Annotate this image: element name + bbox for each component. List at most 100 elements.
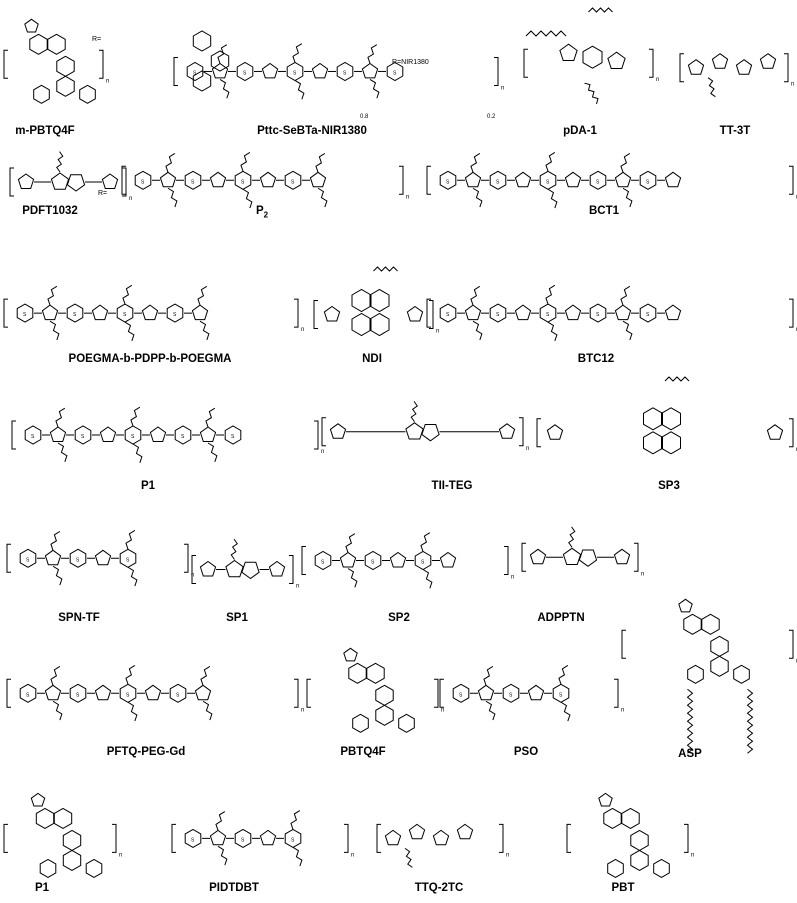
structure-ttq-2tc: n: [376, 823, 509, 868]
svg-text:S: S: [76, 692, 80, 698]
svg-text:S: S: [509, 692, 513, 698]
svg-text:S: S: [31, 434, 35, 440]
structure-pso: n S S S: [439, 665, 624, 722]
structure-pbtq4f: n: [306, 647, 444, 733]
svg-text:S: S: [321, 560, 325, 566]
structure-pdft1032: nR=: [9, 151, 132, 202]
structure-label-sp2: SP2: [388, 612, 410, 625]
svg-text:n: n: [441, 707, 444, 713]
svg-text:n: n: [106, 78, 109, 84]
svg-text:S: S: [291, 179, 295, 185]
structure-label-pttc-sebta-nir1380: Pttc-SeBTa-NIR1380: [257, 125, 367, 138]
svg-text:S: S: [546, 179, 550, 185]
svg-text:S: S: [126, 692, 130, 698]
structure-label-adpptn: ADPPTN: [537, 612, 584, 625]
svg-text:S: S: [73, 312, 77, 318]
svg-text:S: S: [496, 312, 500, 318]
structure-label-pda-1: pDA-1: [563, 125, 597, 138]
structure-label-pbt: PBT: [612, 882, 635, 895]
fraction-label: 0.2: [487, 114, 496, 120]
structure-tt-3t: n: [679, 53, 794, 98]
structure-name: SPN-TF: [58, 612, 100, 624]
svg-text:S: S: [646, 312, 650, 318]
svg-text:S: S: [459, 692, 463, 698]
svg-text:n: n: [301, 707, 304, 713]
svg-text:S: S: [173, 312, 177, 318]
svg-text:S: S: [176, 692, 180, 698]
substituent-label: R=: [98, 190, 107, 197]
svg-text:S: S: [371, 560, 375, 566]
structure-sp3: n: [536, 376, 797, 455]
structure-name: ASP: [678, 748, 702, 760]
structure-name: m-PBTQ4F: [15, 125, 75, 137]
svg-text:S: S: [243, 70, 247, 76]
structure-tii-teg: n: [321, 401, 529, 452]
structure-label-p1-bottom: P1: [35, 882, 49, 895]
structure-name: P1: [34, 882, 50, 894]
structure-name: BTC12: [577, 353, 615, 365]
svg-text:n: n: [436, 329, 439, 335]
svg-text:S: S: [596, 312, 600, 318]
svg-text:S: S: [546, 312, 550, 318]
svg-text:n: n: [511, 575, 514, 581]
svg-text:S: S: [293, 70, 297, 76]
structure-label-pidtdbt: PIDTDBT: [209, 882, 259, 895]
structure-adpptn: n: [521, 526, 644, 577]
structure-m-pbtq4f: n R=: [3, 18, 109, 104]
svg-text:n: n: [351, 852, 354, 858]
structure-label-bct1: BCT1: [589, 205, 619, 218]
substituent-label: R=NIR1380: [392, 59, 429, 66]
svg-text:n: n: [506, 852, 509, 858]
svg-text:n: n: [656, 77, 659, 83]
svg-text:S: S: [123, 312, 127, 318]
structure-pbt: n: [566, 792, 694, 878]
structure-name: PFTQ-PEG-Gd: [106, 746, 186, 758]
substituent-label: R=: [92, 36, 101, 43]
structure-label-poegma-b-pdpp-b-poegma: POEGMA-b-PDPP-b-POEGMA: [69, 353, 232, 366]
svg-text:S: S: [446, 312, 450, 318]
structure-label-tt-3t: TT-3T: [720, 125, 751, 138]
svg-text:S: S: [76, 557, 80, 563]
svg-text:n: n: [119, 852, 122, 858]
structure-label-sp3: SP3: [658, 480, 680, 493]
structure-label-pftq-peg-gd: PFTQ-PEG-Gd: [107, 746, 186, 759]
svg-text:S: S: [241, 179, 245, 185]
svg-text:n: n: [501, 85, 504, 91]
svg-text:S: S: [559, 692, 563, 698]
svg-text:S: S: [191, 179, 195, 185]
structure-label-pbtq4f: PBTQ4F: [340, 746, 385, 759]
svg-text:S: S: [393, 70, 397, 76]
svg-text:n: n: [791, 82, 794, 88]
structure-name: PDFT1032: [22, 205, 78, 217]
svg-text:n: n: [621, 707, 624, 713]
structure-sp2: n S S S: [301, 532, 514, 589]
svg-text:S: S: [231, 434, 235, 440]
svg-text:S: S: [446, 179, 450, 185]
svg-text:S: S: [241, 837, 245, 843]
structure-name: TTQ-2TC: [414, 882, 464, 894]
structure-sp1: n: [191, 538, 299, 590]
structure-label-m-pbtq4f: m-PBTQ4F: [15, 125, 74, 138]
structure-name: PBTQ4F: [340, 746, 386, 758]
svg-text:S: S: [596, 179, 600, 185]
structure-label-sp1: SP1: [226, 612, 248, 625]
svg-text:S: S: [26, 557, 30, 563]
structure-ndi: n: [313, 266, 439, 337]
structure-label-p1-top: P1: [141, 480, 155, 493]
structure-label-tii-teg: TII-TEG: [432, 480, 473, 493]
svg-text:S: S: [421, 560, 425, 566]
svg-text:S: S: [126, 557, 130, 563]
structure-label-asp: ASP: [678, 748, 702, 761]
svg-text:S: S: [191, 837, 195, 843]
fraction-label: 0.8: [360, 114, 369, 120]
